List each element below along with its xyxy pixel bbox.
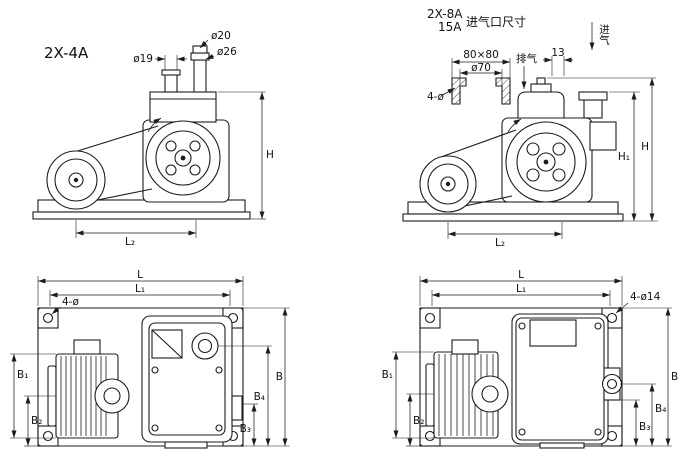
dim-label-B4: B₄ — [254, 391, 265, 403]
port-circle — [191, 332, 219, 360]
plan-drawing-2x8a — [419, 307, 623, 449]
valve-housing — [589, 121, 617, 151]
exhaust-pipe — [193, 59, 207, 93]
side-port-circle — [601, 373, 623, 395]
intake-flange — [161, 69, 181, 76]
plan-drawing-2x4a — [37, 307, 244, 449]
dim-label-B2: B₂ — [413, 415, 424, 427]
pump-side-drawing-2x4a — [32, 45, 251, 220]
motor-terminal-box — [451, 339, 479, 355]
exhaust-cap — [192, 45, 208, 54]
coupling-housing — [471, 375, 509, 413]
dim-label-H: H — [641, 141, 649, 153]
dim-label-B4: B₄ — [655, 403, 666, 415]
dim-label-H1: H₁ — [618, 151, 630, 163]
coupling-housing — [94, 378, 130, 414]
side-lug — [231, 395, 243, 421]
exhaust-dome — [517, 91, 565, 119]
intake-stub — [164, 73, 178, 93]
pulley — [419, 155, 477, 213]
dim-label-4holes: 4-ø — [62, 296, 79, 308]
dimensions-2x8a-side: 排气 13 进气 H₁ H L₂ — [447, 22, 658, 249]
pulley — [46, 150, 106, 210]
dim-label-d20: ø20 — [211, 30, 231, 42]
dimensions-2x4a-plan: L L₁ 4-ø B₁ B₂ B₃ B₄ — [10, 269, 290, 447]
motor-terminal-box — [73, 339, 101, 355]
oil-separator-box — [149, 91, 217, 123]
dimensions-2x8a-plan: L L₁ 4-ø14 B₁ B₂ B₃ B₄ — [382, 269, 678, 447]
motor-end-cap — [425, 363, 435, 427]
dim-label-B2: B₂ — [31, 415, 42, 427]
base-flange — [32, 211, 251, 220]
rotation-arrow — [507, 118, 522, 133]
model-label-2x8a: 2X-8A — [427, 7, 463, 21]
rotation-arrow — [147, 117, 162, 133]
dim-label-B1: B₁ — [17, 369, 28, 381]
dim-label-B1: B₁ — [382, 369, 393, 381]
cover-bolts — [518, 322, 602, 436]
dim-label-L2: L₂ — [495, 237, 505, 249]
intake-port-dims-label: 进气口尺寸 — [466, 14, 526, 29]
pump-end-cover — [505, 121, 587, 203]
view-2x8a-side-elevation: 2X-8A 15A 进气口尺寸 80×80 ø70 4-ø — [402, 7, 658, 249]
pump-side-drawing-2x8a — [402, 77, 624, 222]
pump-end-cover — [145, 120, 221, 196]
intake-label: 进气 — [598, 24, 610, 45]
exhaust-label: 排气 — [516, 52, 537, 65]
dim-label-d26: ø26 — [217, 46, 237, 58]
dim-label-B: B — [671, 371, 678, 383]
model-label-15a: 15A — [438, 20, 462, 34]
dim-label-L2: L₂ — [125, 236, 135, 248]
dim-label-L: L — [137, 269, 143, 281]
dim-label-B3: B₃ — [639, 421, 650, 433]
dim-label-L: L — [518, 269, 524, 281]
dim-label-13: 13 — [551, 47, 564, 59]
intake-flange-detail: 80×80 ø70 4-ø — [427, 49, 511, 105]
dim-label-80x80: 80×80 — [463, 49, 499, 61]
dim-label-B: B — [276, 371, 283, 383]
flange-section-right — [495, 77, 511, 105]
dim-label-L1: L₁ — [135, 283, 145, 295]
view-2x8a-plan: L L₁ 4-ø14 B₁ B₂ B₃ B₄ — [382, 269, 678, 449]
dim-label-B3: B₃ — [240, 423, 251, 435]
flange-section-left — [451, 77, 467, 105]
dim-label-4holes-flange: 4-ø — [427, 91, 444, 103]
belt-top — [440, 129, 517, 158]
base-flange — [402, 213, 624, 222]
model-label-2x4a: 2X-4A — [44, 44, 89, 62]
dim-label-d19: ø19 — [133, 53, 153, 65]
cover-bolts — [151, 366, 223, 432]
intake-flange — [578, 91, 608, 101]
exhaust-knob — [536, 77, 546, 85]
view-2x4a-plan: L L₁ 4-ø B₁ B₂ B₃ B₄ — [10, 269, 290, 449]
dim-label-4holes: 4-ø14 — [630, 291, 661, 303]
belt-top — [67, 125, 159, 155]
intake-pipe — [583, 99, 603, 119]
bottom-lug — [539, 442, 585, 449]
dim-label-L1: L₁ — [516, 283, 526, 295]
exhaust-cap — [530, 83, 552, 93]
dim-label-H: H — [266, 149, 274, 161]
view-2x4a-side-elevation: 2X-4A — [32, 30, 274, 248]
dimensions-2x4a-side: ø19 ø20 ø26 H L₂ — [75, 30, 274, 248]
valve-cover — [529, 319, 577, 347]
dim-label-d70: ø70 — [471, 62, 491, 74]
bottom-lug — [164, 441, 208, 449]
